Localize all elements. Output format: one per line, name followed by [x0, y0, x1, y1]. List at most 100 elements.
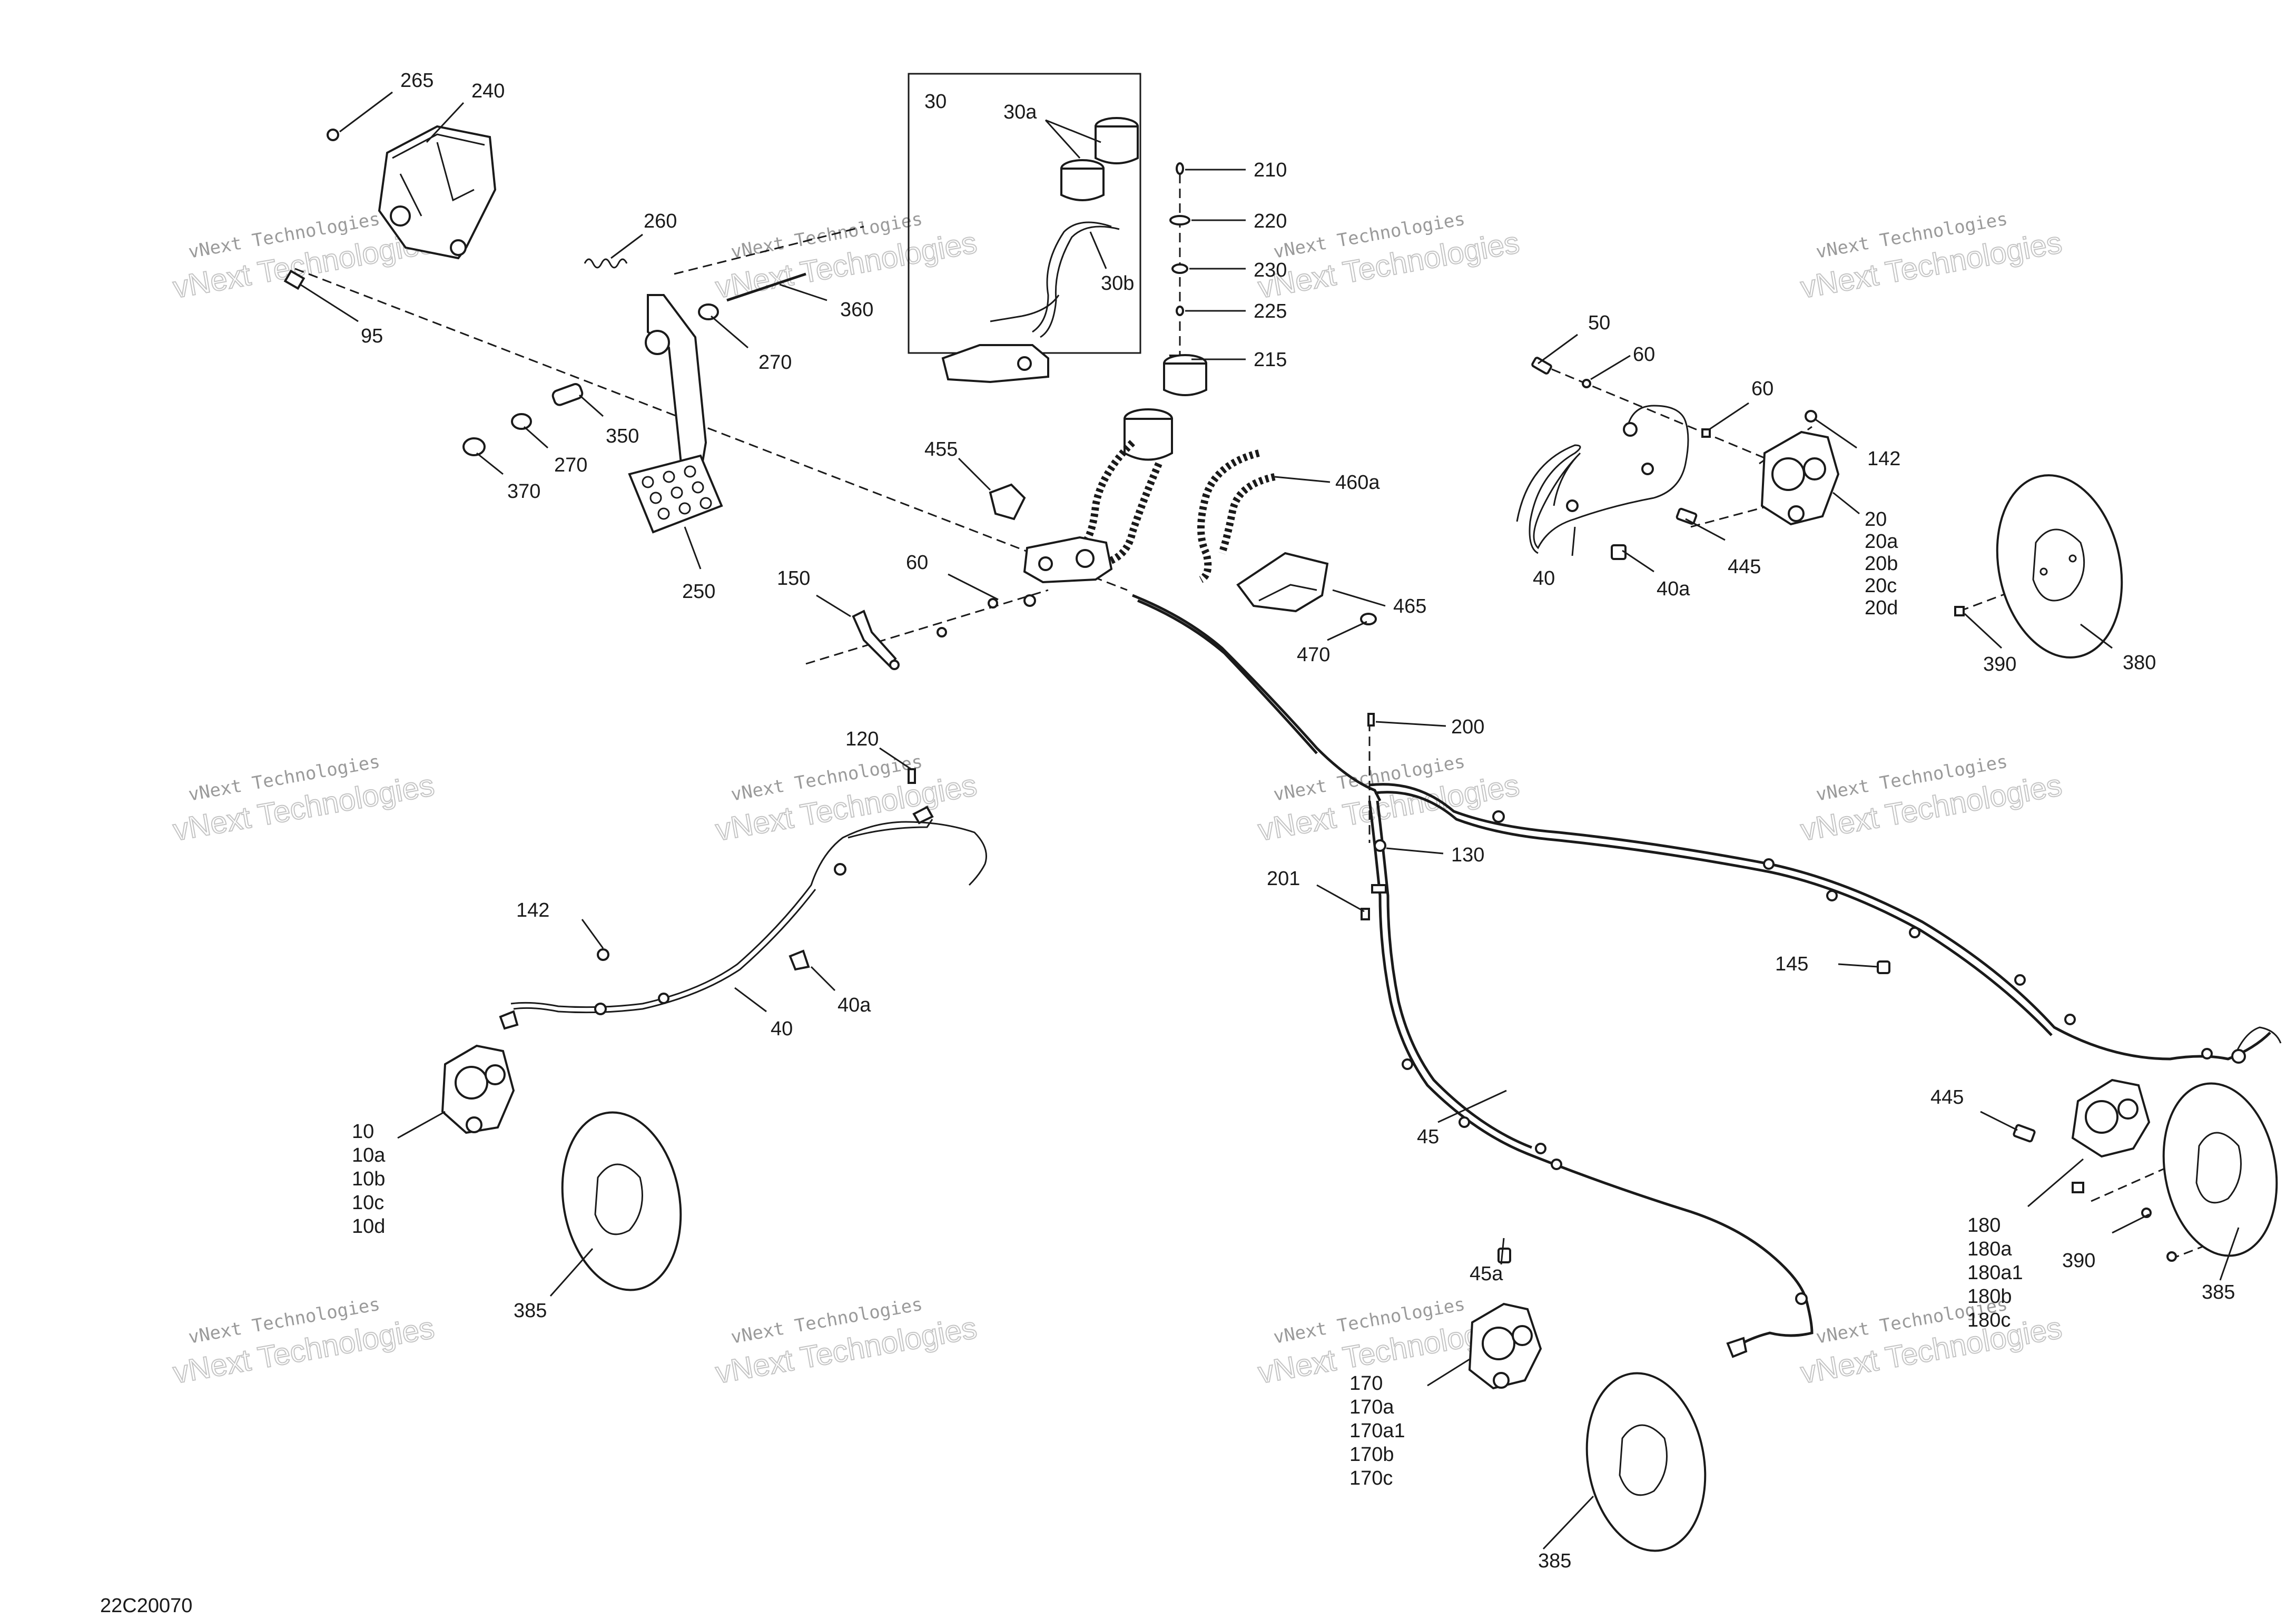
part-label: 250	[682, 581, 715, 603]
wheel-speed-sensor-40-left	[510, 821, 987, 1008]
part-label: 170a1	[1349, 1420, 1405, 1442]
brake-disc-385-right	[2162, 1082, 2278, 1257]
part-label: 40	[1533, 567, 1555, 590]
part-label: 180	[1967, 1214, 2001, 1237]
part-label: 350	[606, 425, 639, 447]
brake-line-rear	[1368, 800, 1814, 1350]
watermark: vNext Technologies vNext Technologies	[1255, 208, 1523, 305]
part-label: 270	[554, 454, 587, 476]
return-spring	[584, 258, 628, 269]
part-label: 180c	[1967, 1309, 2011, 1331]
part-label: 40a	[1657, 578, 1690, 600]
watermark: vNext Technologies vNext Technologies	[713, 208, 980, 305]
diagram-code: 22C20070	[100, 1595, 192, 1617]
part-label: 201	[1267, 868, 1300, 890]
brake-disc-385-center	[1585, 1372, 1707, 1552]
part-label: 455	[924, 438, 958, 460]
clip-145	[1877, 960, 1890, 974]
part-label: 130	[1451, 844, 1484, 866]
front-right-sensor-caliper	[1516, 357, 2123, 659]
part-label: 50	[1588, 312, 1610, 334]
banjo-fitting-455	[989, 483, 1026, 521]
watermark: vNext Technologies vNext Technologies	[713, 751, 980, 848]
part-label: 10c	[352, 1192, 384, 1214]
part-label: 45a	[1470, 1263, 1503, 1285]
mount-bracket-465	[1236, 552, 1329, 613]
watermark: vNext Technologies vNext Technologies	[170, 751, 438, 848]
bolt-142-left	[597, 948, 609, 961]
bushing-270	[698, 303, 719, 320]
part-label: 20c	[1865, 575, 1897, 597]
part-label: 142	[1867, 448, 1900, 470]
part-label: 240	[471, 80, 505, 102]
part-label: 40	[771, 1018, 793, 1040]
pin-265	[327, 129, 339, 141]
part-label: 10a	[352, 1144, 386, 1166]
watermark: vNext Technologies vNext Technologies	[1255, 751, 1523, 848]
wheel-speed-sensor-40	[1533, 405, 1689, 550]
watermark: vNext Technologies vNext Technologies	[713, 1293, 980, 1390]
rear-left-caliper	[1468, 1302, 1707, 1552]
seal-230	[1171, 263, 1188, 274]
part-label: 215	[1254, 349, 1287, 371]
clip-40a-left	[789, 949, 810, 971]
part-label: 60	[1633, 344, 1655, 366]
brake-pedal-arm	[647, 294, 707, 475]
part-label: 180b	[1967, 1286, 2012, 1308]
watermark: vNext Technologies vNext Technologies	[1798, 1293, 2065, 1390]
nut-470	[1360, 613, 1377, 625]
part-label: 45	[1417, 1126, 1439, 1148]
part-label: 445	[1728, 556, 1761, 578]
part-label: 60	[906, 552, 928, 574]
part-label: 390	[1983, 653, 2016, 675]
part-label: 360	[840, 299, 873, 321]
bushing-270-b	[511, 413, 532, 430]
part-label: 60	[1751, 378, 1773, 400]
watermark: vNext Technologies vNext Technologies	[1798, 751, 2065, 848]
part-label: 180a	[1967, 1238, 2012, 1260]
part-label: 40a	[837, 994, 871, 1016]
part-label: 460a	[1335, 472, 1380, 494]
part-label: 170b	[1349, 1444, 1394, 1466]
part-label: 30a	[1003, 101, 1037, 123]
part-label: 10b	[352, 1168, 385, 1190]
hose-460a	[1197, 449, 1260, 583]
part-label: 225	[1254, 300, 1287, 322]
part-label: 150	[777, 567, 810, 590]
reservoir-30a	[1060, 117, 1139, 201]
master-cylinder-inset-body	[941, 344, 1049, 384]
watermark: vNext Technologies vNext Technologies	[170, 1293, 438, 1390]
part-label: 210	[1254, 159, 1287, 181]
bolt-200	[1367, 713, 1375, 727]
watermark: vNext Technologies vNext Technologies	[1798, 208, 2065, 305]
part-label: 30b	[1101, 272, 1134, 295]
part-label: 385	[2202, 1281, 2235, 1303]
part-label: 10	[352, 1121, 374, 1143]
brake-disc-380	[1996, 474, 2123, 659]
reservoir-hose-30b	[1032, 221, 1112, 333]
bolt-390	[1954, 606, 1965, 616]
part-label: 145	[1775, 953, 1808, 975]
fitting-130	[1374, 839, 1386, 852]
front-left-sensor-caliper	[441, 768, 987, 1291]
bolt-95	[283, 269, 306, 290]
leader-lines	[300, 91, 2240, 1550]
clip-120	[908, 768, 916, 784]
washer-220	[1169, 215, 1190, 225]
brake-lines-center	[1132, 594, 2271, 1358]
pad-studs	[642, 465, 712, 520]
part-label: 120	[845, 728, 879, 750]
master-cylinder-assembly	[852, 354, 1377, 670]
part-label: 465	[1393, 595, 1426, 617]
bolt-50	[1531, 357, 1552, 375]
part-label: 20d	[1865, 597, 1898, 619]
insert-225	[1176, 306, 1184, 316]
brake-light-switch-150	[852, 610, 897, 669]
watermarks: vNext Technologies vNext Technologies vN…	[170, 208, 2065, 1390]
master-cylinder-body	[1023, 536, 1113, 584]
part-label: 200	[1451, 716, 1484, 738]
part-label: 95	[361, 325, 383, 347]
part-label: 10d	[352, 1215, 385, 1238]
part-label: 170	[1349, 1372, 1383, 1395]
part-label: 270	[758, 351, 792, 374]
